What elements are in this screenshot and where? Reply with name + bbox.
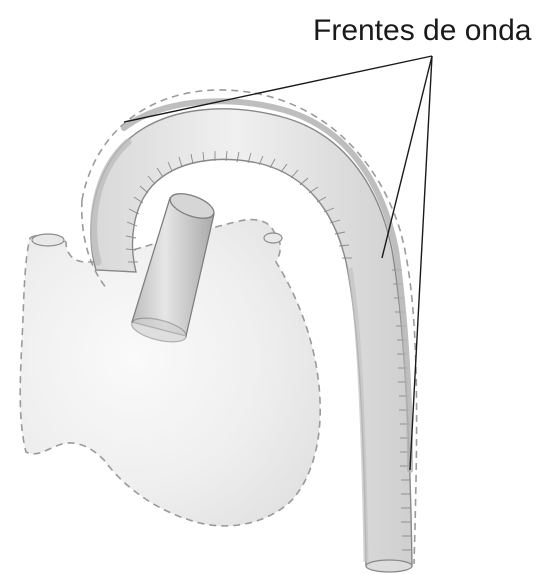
vessel-stub-right [264, 233, 282, 243]
vessel-stub-left [32, 234, 64, 246]
leader-line-arch [124, 56, 432, 122]
aorta-bottom-opening [366, 560, 412, 572]
leader-line-low [410, 56, 432, 470]
callout-label: Frentes de onda [313, 14, 532, 47]
leader-line-mid [382, 56, 432, 258]
